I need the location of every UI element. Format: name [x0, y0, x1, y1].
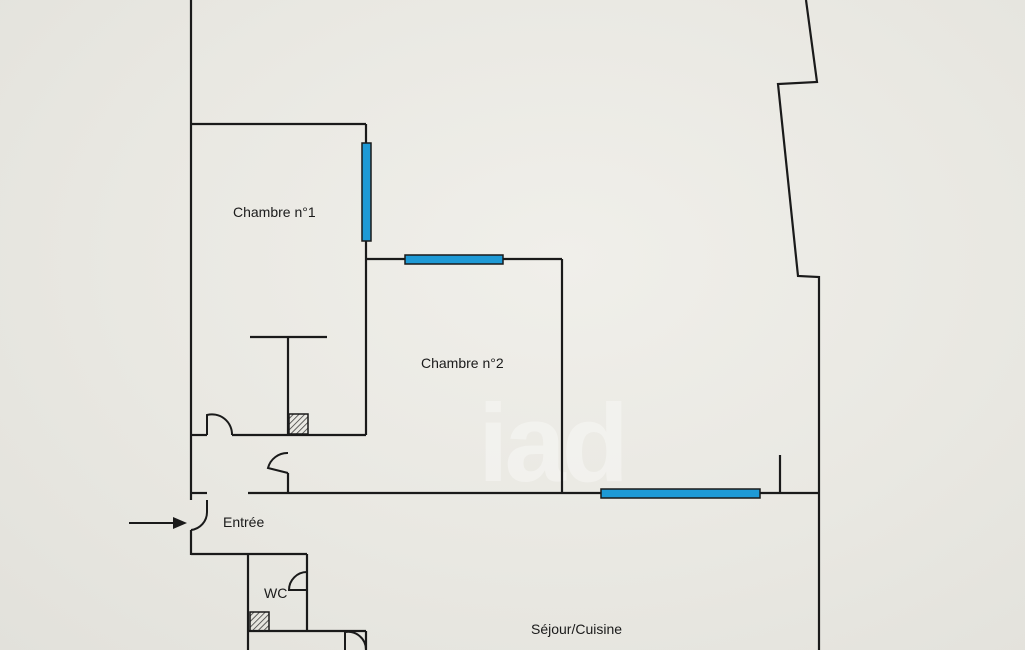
room-label-chambre1: Chambre n°1 — [233, 204, 316, 220]
watermark-logo: iad — [478, 382, 629, 505]
entry-door — [190, 500, 209, 531]
room-label-chambre2: Chambre n°2 — [421, 355, 504, 371]
room-label-sejour: Séjour/Cuisine — [531, 621, 623, 637]
entry-arrow-icon — [129, 517, 187, 529]
duct-wc — [249, 611, 270, 632]
room-label-wc: WC — [264, 585, 288, 601]
bath-door — [344, 630, 368, 650]
chambre2-window — [404, 254, 504, 265]
windows — [361, 142, 761, 499]
right-exterior-wall — [776, 0, 821, 650]
room-label-entree: Entrée — [223, 514, 265, 530]
chambre1-door — [206, 413, 234, 436]
duct-chambre1 — [288, 413, 309, 435]
chambre2-door — [266, 451, 289, 474]
walls — [189, 0, 821, 650]
sejour-window — [600, 488, 761, 499]
wc-door — [287, 571, 308, 591]
doors — [190, 413, 368, 650]
chambre1-window — [361, 142, 372, 242]
